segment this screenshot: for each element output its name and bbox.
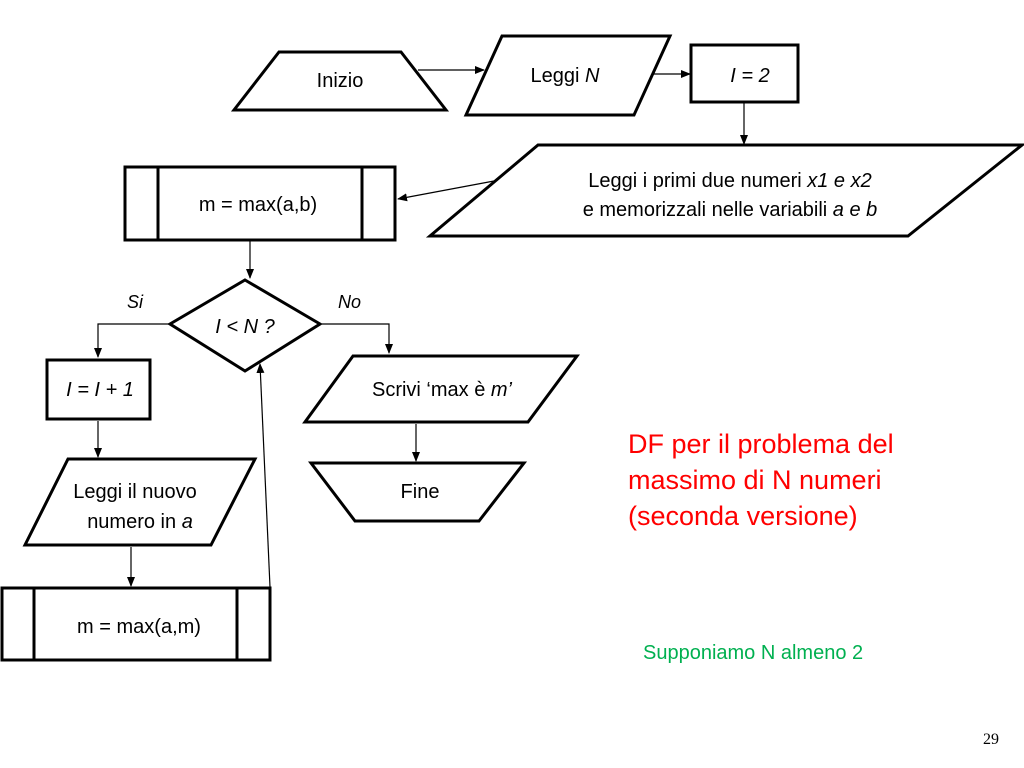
max-ab-label: m = max(a,b) xyxy=(199,194,317,216)
slide-title: DF per il problema del massimo di N nume… xyxy=(628,426,894,534)
read-next-line1: Leggi il nuovo xyxy=(73,481,196,503)
read-n-label: Leggi N xyxy=(531,65,601,87)
arrow-read-first-to-max xyxy=(397,180,495,202)
increment-node: I = I + 1 xyxy=(45,358,152,421)
max-am-node: m = max(a,m) xyxy=(0,586,272,662)
increment-label: I = I + 1 xyxy=(66,379,134,401)
connectors xyxy=(94,66,748,588)
max-am-label: m = max(a,m) xyxy=(77,616,201,638)
arrow-loop-back xyxy=(256,363,271,588)
assumption-note: Supponiamo N almeno 2 xyxy=(643,642,864,664)
end-node: Fine xyxy=(307,461,528,523)
arrow-yes-branch xyxy=(94,323,170,358)
arrow-no-branch xyxy=(322,323,393,354)
read-n-node: Leggi N xyxy=(463,34,673,117)
slide-title-line-2: massimo di N numeri xyxy=(628,465,882,495)
branch-no-label: No xyxy=(338,292,361,312)
read-first-line1: Leggi i primi due numeri x1 e x2 xyxy=(588,170,871,192)
branch-yes-label: Si xyxy=(127,292,144,312)
decision-label: I < N ? xyxy=(215,316,275,338)
end-label: Fine xyxy=(401,481,440,503)
slide-title-line-3: (seconda versione) xyxy=(628,501,858,531)
page-number: 29 xyxy=(983,731,999,748)
read-next-line2: numero in a xyxy=(87,511,193,533)
slide-title-line-1: DF per il problema del xyxy=(628,429,894,459)
start-node: Inizio xyxy=(230,50,450,112)
read-first-line2: e memorizzali nelle variabili a e b xyxy=(583,199,878,221)
decision-node: I < N ? xyxy=(167,278,323,373)
init-i-node: I = 2 xyxy=(689,43,800,104)
read-first-node: Leggi i primi due numeri x1 e x2 e memor… xyxy=(425,143,1024,238)
output-node: Scrivi ‘max è m’ xyxy=(302,354,580,424)
init-i-label: I = 2 xyxy=(730,65,769,87)
max-ab-node: m = max(a,b) xyxy=(123,165,397,242)
start-label: Inizio xyxy=(317,70,364,92)
output-label: Scrivi ‘max è m’ xyxy=(372,379,513,401)
read-next-node: Leggi il nuovo numero in a xyxy=(22,457,258,547)
